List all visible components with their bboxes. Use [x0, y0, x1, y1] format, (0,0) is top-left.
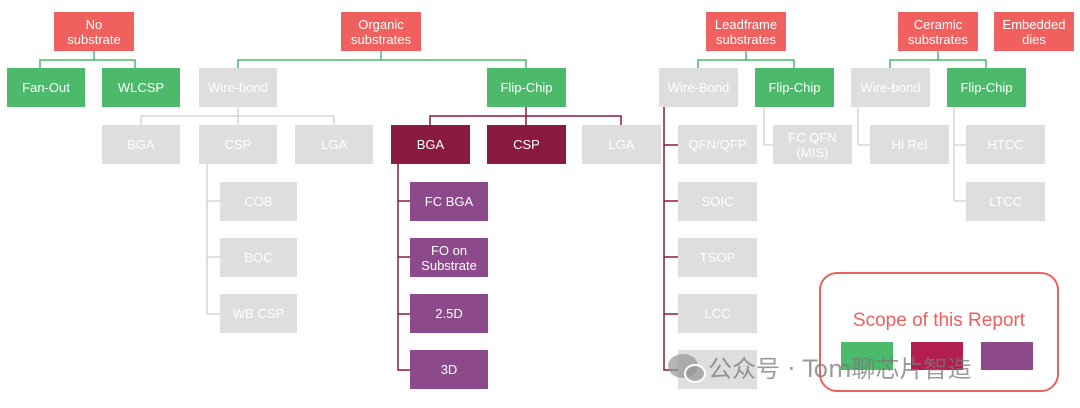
- category-ceramic-substrates: Ceramic substrates: [898, 12, 978, 51]
- legend-swatch-green: [841, 342, 893, 370]
- node-fo-on-substrate: FO on Substrate: [410, 238, 488, 277]
- node-leadframe-flip-chip: Flip-Chip: [755, 68, 834, 107]
- category-leadframe-substrates: Leadframe substrates: [706, 12, 786, 51]
- node-fc-bga: BGA: [391, 125, 470, 164]
- node-ltcc: LTCC: [966, 182, 1045, 221]
- legend-swatch-purple: [981, 342, 1033, 370]
- node-wlcsp: WLCSP: [102, 68, 180, 107]
- legend-title: Scope of this Report: [852, 310, 1026, 331]
- node-3d: 3D: [410, 350, 488, 389]
- node-boc: BOC: [220, 238, 297, 277]
- node-fc-bga-sub: FC BGA: [410, 182, 488, 221]
- wechat-icon: [668, 354, 706, 383]
- legend-swatch-red: [911, 342, 963, 370]
- node-fc-csp: CSP: [487, 125, 566, 164]
- node-lcc: LCC: [678, 294, 757, 333]
- node-fc-qfn-mis: FC QFN (MIS): [773, 125, 852, 164]
- node-cob: COB: [220, 182, 297, 221]
- node-wb-csp: CSP: [199, 125, 277, 164]
- scope-legend: Scope of this Report: [819, 272, 1059, 392]
- watermark-text: 公众号 · Tom聊芯片智造: [708, 354, 972, 383]
- category-no-substrate: No substrate: [54, 12, 134, 51]
- category-embedded-dies: Embedded dies: [994, 12, 1074, 51]
- node-hi-rel: Hi Rel: [870, 125, 949, 164]
- node-leadframe-wire-bond: Wire-Bond: [659, 68, 738, 107]
- node-organic-wire-bond: Wire-bond: [199, 68, 277, 107]
- node-wb-csp-sub: WB CSP: [220, 294, 297, 333]
- node-tsop: TSOP: [678, 238, 757, 277]
- node-htcc: HTCC: [966, 125, 1045, 164]
- node-2-5d: 2.5D: [410, 294, 488, 333]
- node-soic: SOIC: [678, 182, 757, 221]
- node-qfn-qfp: QFN/QFP: [678, 125, 757, 164]
- node-wb-bga: BGA: [102, 125, 180, 164]
- category-organic-substrates: Organic substrates: [341, 12, 421, 51]
- node-ceramic-wire-bond: Wire-bond: [851, 68, 930, 107]
- node-ceramic-flip-chip: Flip-Chip: [947, 68, 1026, 107]
- node-fc-lga: LGA: [582, 125, 661, 164]
- node-fan-out: Fan-Out: [7, 68, 85, 107]
- watermark: 公众号 · Tom聊芯片智造: [668, 346, 972, 386]
- node-organic-flip-chip: Flip-Chip: [487, 68, 566, 107]
- node-wb-lga: LGA: [295, 125, 373, 164]
